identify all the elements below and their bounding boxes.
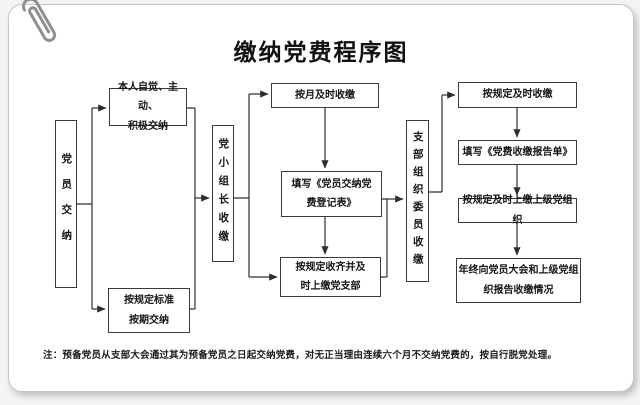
- node-label: 按月及时收缴: [295, 89, 355, 101]
- node-label: 按规定及时上缴上级党组织: [462, 195, 573, 226]
- node-submit-to-higher-org: 按规定及时上缴上级党组织: [458, 195, 577, 226]
- node-label: 填写《党费收缴报告单》: [462, 146, 573, 158]
- node-line: 按规定收齐并及: [295, 261, 366, 273]
- node-annual-report: 年终向党员大会和上级党组 织报告收缴情况: [456, 258, 581, 303]
- node-party-member-pays: 党员交纳: [55, 120, 77, 288]
- node-label: 按规定及时收缴: [482, 89, 553, 101]
- footnote: 注：预备党员从支部大会通过其为预备党员之日起交纳党费，对无正当理由连续六个月不交…: [43, 350, 558, 361]
- node-collect-timely: 按规定及时收缴: [458, 82, 577, 108]
- node-label: 党小组长收缴: [217, 138, 230, 249]
- node-label: 支部组织委员收缴: [411, 131, 424, 271]
- node-line: 积极交纳: [128, 120, 168, 132]
- node-line: 织报告收缴情况: [483, 284, 554, 296]
- node-line: 填写《党员交纳党: [291, 178, 372, 190]
- node-line: 本人自觉、主动、: [118, 81, 178, 113]
- paperclip-icon: [21, 0, 57, 42]
- node-line: 按期交纳: [129, 314, 169, 326]
- node-group-leader-collects: 党小组长收缴: [212, 125, 234, 262]
- paper-card: 缴纳党费程序图 党员交纳: [8, 4, 634, 392]
- page-title: 缴纳党费程序图: [233, 39, 409, 65]
- node-line: 年终向党员大会和上级党组: [458, 265, 579, 276]
- node-line: 按规定标准: [124, 295, 174, 306]
- node-line: 费登记表》: [306, 198, 357, 209]
- node-collect-monthly: 按月及时收缴: [271, 83, 379, 108]
- node-pay-by-standard: 按规定标准 按期交纳: [108, 288, 190, 333]
- node-label: 党员交纳: [60, 153, 73, 255]
- node-fill-report-form: 填写《党费收缴报告单》: [458, 140, 577, 165]
- node-fill-register-form: 填写《党员交纳党 费登记表》: [281, 171, 382, 217]
- node-pay-consciously: 本人自觉、主动、 积极交纳: [109, 82, 187, 132]
- node-line: 时上缴党支部: [300, 281, 361, 292]
- node-branch-committee-collects: 支部组织委员收缴: [406, 120, 429, 282]
- node-hand-to-branch: 按规定收齐并及 时上缴党支部: [280, 257, 381, 297]
